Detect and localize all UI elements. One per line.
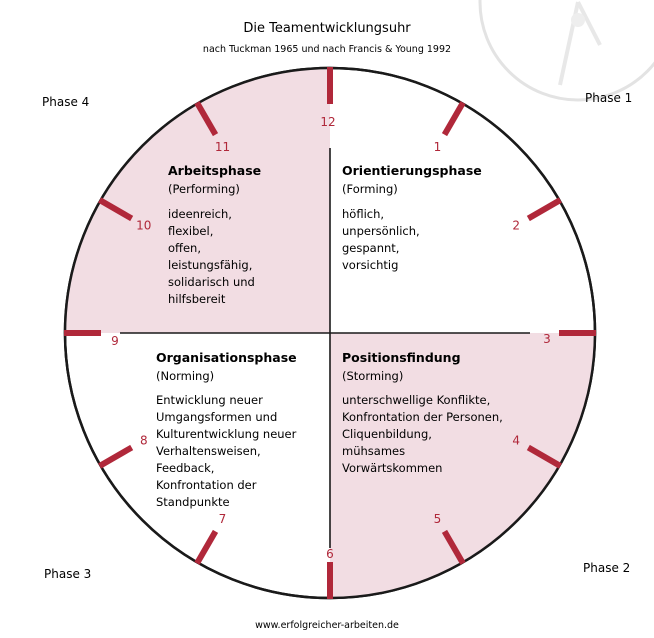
hour-number-8: 8 [140, 434, 148, 448]
background-clock-decoration [478, 0, 654, 102]
hour-tick-7 [194, 529, 219, 565]
hour-tick-1 [441, 101, 466, 137]
quadrant-text-line: Entwicklung neuer [156, 393, 263, 407]
quadrant-positionsfindung: Positionsfindung (Storming) unterschwell… [342, 350, 503, 475]
quadrant-heading: Arbeitsphase [168, 163, 261, 178]
quadrant-subheading: (Storming) [342, 369, 403, 383]
quadrant-text-line: Konfrontation der [156, 478, 257, 492]
quadrant-text-line: Verhaltensweisen, [156, 444, 261, 458]
quadrant-arbeitsphase-fill [65, 68, 330, 333]
diagram-subtitle: nach Tuckman 1965 und nach Francis & You… [203, 44, 451, 55]
quadrant-heading: Positionsfindung [342, 350, 461, 365]
quadrant-text-line: Umgangsformen und [156, 410, 277, 424]
phase-1-label: Phase 1 [585, 91, 632, 105]
quadrant-text-line: hilfsbereit [168, 292, 226, 306]
hour-tick-11 [194, 101, 219, 137]
hour-number-1: 1 [434, 140, 442, 154]
quadrant-text-line: Vorwärtskommen [342, 461, 442, 475]
quadrant-text-line: Kulturentwicklung neuer [156, 427, 297, 441]
quadrant-orientierungsphase: Orientierungsphase (Forming) höflich, unp… [342, 163, 482, 272]
quadrant-heading: Orientierungsphase [342, 163, 482, 178]
quadrant-text-line: solidarisch und [168, 275, 255, 289]
quadrant-text-line: mühsames [342, 444, 405, 458]
diagram-title: Die Teamentwicklungsuhr [243, 21, 411, 36]
quadrant-positionsfindung-fill [330, 333, 595, 598]
phase-4-label: Phase 4 [42, 95, 89, 109]
quadrant-text-line: leistungsfähig, [168, 258, 252, 272]
quadrant-text-line: gespannt, [342, 241, 399, 255]
hour-number-5: 5 [434, 512, 442, 526]
hour-number-6: 6 [326, 547, 334, 561]
quadrant-text-line: vorsichtig [342, 258, 398, 272]
hour-number-10: 10 [136, 219, 151, 233]
hour-tick-2 [526, 197, 562, 222]
quadrant-text-line: ideenreich, [168, 207, 232, 221]
hour-ticks [64, 67, 596, 599]
hour-tick-10 [98, 197, 134, 222]
quadrant-text-line: offen, [168, 241, 201, 255]
hour-tick-4 [526, 444, 562, 469]
quadrant-subheading: (Norming) [156, 369, 214, 383]
hour-number-12: 12 [320, 115, 335, 129]
quadrant-subheading: (Performing) [168, 182, 240, 196]
phase-3-label: Phase 3 [44, 567, 91, 581]
hour-number-3: 3 [543, 332, 551, 346]
quadrant-organisationsphase: Organisationsphase (Norming) Entwicklung… [156, 350, 297, 509]
quadrant-text-line: Konfrontation der Personen, [342, 410, 503, 424]
hour-tick-5 [441, 529, 466, 565]
quadrant-text-line: flexibel, [168, 224, 213, 238]
footer-url: www.erfolgreicher-arbeiten.de [255, 620, 399, 631]
quadrant-subheading: (Forming) [342, 182, 398, 196]
hour-number-2: 2 [512, 219, 520, 233]
quadrant-heading: Organisationsphase [156, 350, 297, 365]
quadrant-text-line: Feedback, [156, 461, 214, 475]
quadrant-text-line: unpersönlich, [342, 224, 420, 238]
hour-number-11: 11 [215, 140, 230, 154]
quadrant-text-line: unterschwellige Konflikte, [342, 393, 490, 407]
quadrant-text-line: höflich, [342, 207, 384, 221]
quadrant-arbeitsphase: Arbeitsphase (Performing) ideenreich, fle… [168, 163, 261, 306]
hour-number-9: 9 [111, 334, 119, 348]
hour-tick-8 [98, 444, 134, 469]
hour-number-4: 4 [512, 434, 520, 448]
quadrant-text-line: Cliquenbildung, [342, 427, 432, 441]
phase-2-label: Phase 2 [583, 561, 630, 575]
quadrant-text-line: Standpunkte [156, 495, 230, 509]
hour-number-7: 7 [219, 512, 227, 526]
